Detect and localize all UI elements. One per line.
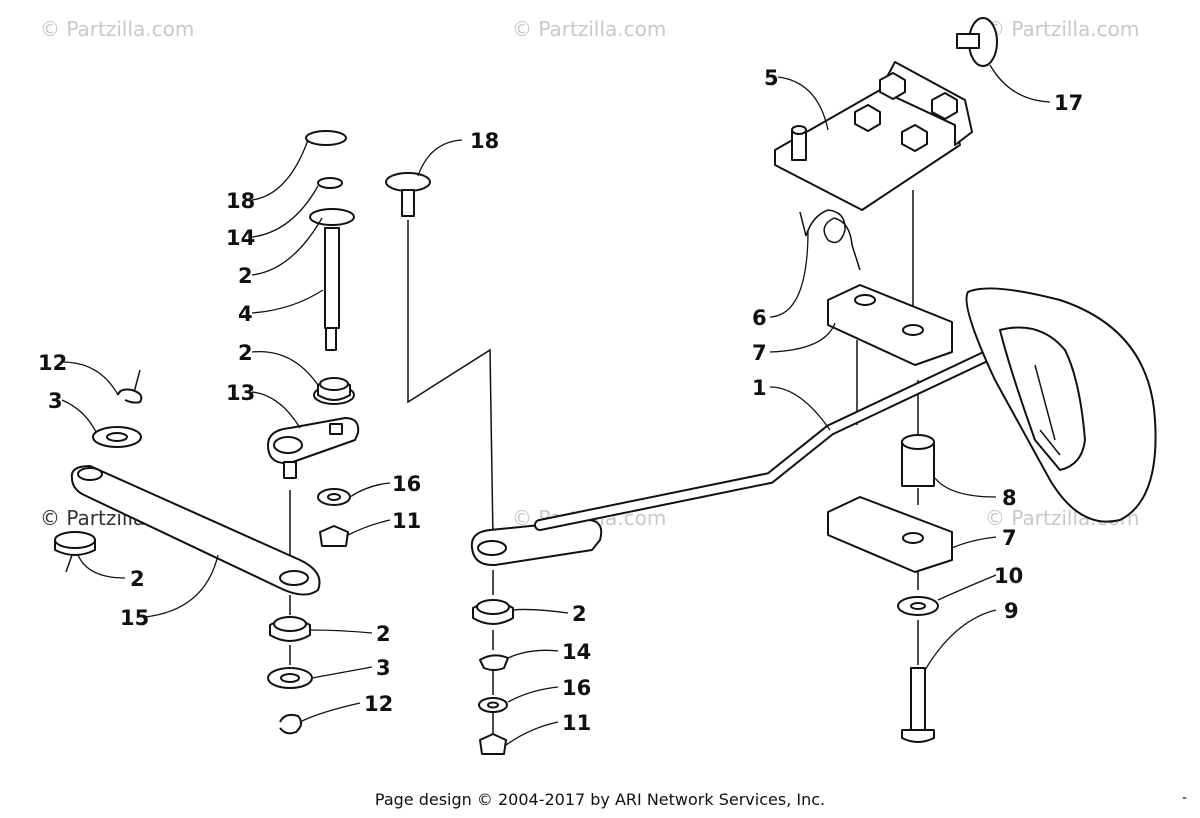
lower-stack-left xyxy=(267,616,313,735)
leader-lines xyxy=(61,64,1051,746)
lower-stack-middle xyxy=(472,599,514,755)
callout-2: 2 xyxy=(130,567,145,591)
bolt-17 xyxy=(956,17,998,67)
lever-arm-13 xyxy=(267,417,360,479)
washer-nut-upper xyxy=(317,488,351,547)
callout-13: 13 xyxy=(226,381,255,405)
callout-12: 12 xyxy=(38,351,67,375)
callout-14: 14 xyxy=(562,640,591,664)
callout-11: 11 xyxy=(562,711,591,735)
callout-7: 7 xyxy=(1002,526,1017,550)
bushing-2-upper xyxy=(313,377,355,405)
bushing-2-left xyxy=(54,531,96,556)
watermark: © Partzilla.com xyxy=(985,17,1139,41)
clip-washer-upper-left xyxy=(92,388,143,448)
callout-10: 10 xyxy=(994,564,1023,588)
bracket-5 xyxy=(774,61,973,211)
callout-14: 14 xyxy=(226,226,255,250)
copyright-footer: Page design © 2004-2017 by ARI Network S… xyxy=(374,790,826,809)
callout-12: 12 xyxy=(364,692,393,716)
watermark: © Partzilla.com xyxy=(40,17,194,41)
spacer-8 xyxy=(901,434,935,487)
main-lever-1 xyxy=(470,339,1016,567)
watermarks: © Partzilla.com © Partzilla.com © Partzi… xyxy=(40,17,1139,530)
callout-2: 2 xyxy=(238,341,253,365)
callout-numbers: 18 18 14 2 4 2 13 16 11 12 3 2 15 2 3 12… xyxy=(38,66,1083,735)
callout-1: 1 xyxy=(752,376,767,400)
spring-6 xyxy=(799,209,861,271)
callout-4: 4 xyxy=(238,302,253,326)
callout-16: 16 xyxy=(392,472,421,496)
foot-pedal-pad xyxy=(965,287,1157,523)
washer-bolt-10-9 xyxy=(897,596,939,743)
corner-mark: - xyxy=(1182,790,1188,806)
link-arm-15 xyxy=(70,465,321,596)
callout-18: 18 xyxy=(470,129,499,153)
callout-5: 5 xyxy=(764,66,779,90)
bent-linkage-rod xyxy=(305,89,431,351)
callout-2: 2 xyxy=(238,264,253,288)
watermark: © Partzilla.com xyxy=(512,17,666,41)
callout-3: 3 xyxy=(376,656,391,680)
callout-7: 7 xyxy=(752,341,767,365)
callout-6: 6 xyxy=(752,306,767,330)
callout-17: 17 xyxy=(1054,91,1083,115)
callout-3: 3 xyxy=(48,389,63,413)
callout-9: 9 xyxy=(1004,599,1019,623)
callout-2: 2 xyxy=(572,602,587,626)
block-7-lower xyxy=(827,496,953,573)
callout-8: 8 xyxy=(1002,486,1017,510)
callout-15: 15 xyxy=(120,606,149,630)
callout-18: 18 xyxy=(226,189,255,213)
callout-11: 11 xyxy=(392,509,421,533)
block-7-upper xyxy=(827,284,953,366)
callout-2: 2 xyxy=(376,622,391,646)
callout-16: 16 xyxy=(562,676,591,700)
